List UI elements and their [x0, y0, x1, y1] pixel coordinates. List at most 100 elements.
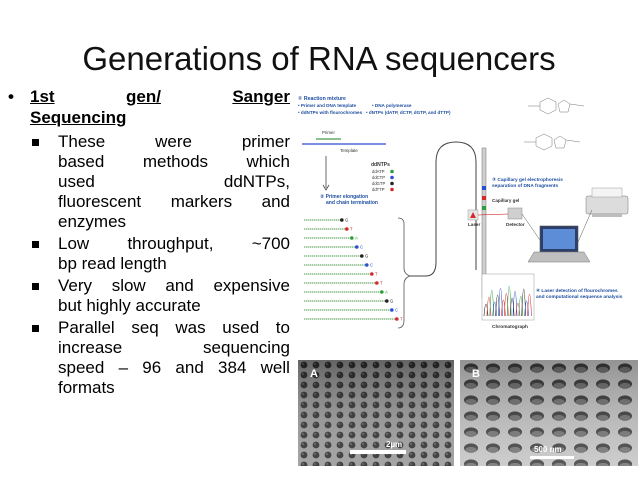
fragment-end-dot [370, 272, 374, 276]
sanger-sequencing-diagram: ① Reaction mixture • Primer and DNA temp… [298, 96, 629, 330]
square-bullet-icon [32, 139, 39, 146]
fragment-end-dot [350, 236, 354, 240]
fragment-end-dot [385, 299, 389, 303]
chromatogram-peak [486, 296, 492, 317]
fragment-end-letter: A [355, 236, 358, 241]
fragment-end-dot [375, 281, 379, 285]
micrograph-a-label: A [310, 368, 318, 380]
fragment-end-dot [360, 254, 364, 258]
fragment-end-letter: T [350, 227, 353, 232]
fragment-end-letter: G [365, 254, 368, 259]
chromatogram-peak [501, 299, 506, 317]
chromatogram-peak [492, 301, 497, 317]
fragment-end-letter: A [385, 290, 388, 295]
printer-icon [585, 187, 629, 217]
main-bullet: • 1st gen/ Sanger Sequencing [8, 86, 290, 128]
capillary-loop [410, 141, 477, 277]
fragment-end-letter: G [345, 218, 348, 223]
sub-bullet-line: formats [58, 378, 115, 397]
scale-bar-b [530, 456, 574, 459]
ddntp-label: ddTTP [372, 187, 385, 192]
sub-bullet-line: bp read length [58, 254, 167, 273]
scale-bar-a [350, 450, 406, 454]
laser-label: Laser [468, 222, 480, 227]
chromatogram-peak [518, 295, 524, 317]
step-3-caption-line-2: separation of DNA fragments [492, 183, 559, 189]
fragment-end-dot [390, 308, 394, 312]
ddntp-label: ddGTP [372, 181, 385, 186]
micrograph-b-scale: 500 nm [534, 445, 562, 454]
chromatogram-peak [509, 297, 515, 317]
capillary-gel-label: Capillary gel [492, 198, 519, 203]
chromatogram-peak [527, 293, 532, 317]
slide-title: Generations of RNA sequencers [82, 40, 556, 77]
detector-box [507, 207, 523, 220]
nucleotide-structure-1 [528, 97, 585, 115]
nucleotide-structure-2 [524, 133, 581, 151]
main-bullet-line-2: Sequencing [30, 108, 127, 127]
chromatogram-peak [524, 300, 529, 317]
fragment-end-letter: T [400, 317, 403, 322]
chromatograph-label: Chromatograph [492, 324, 528, 330]
sub-bullet-line: but highly accurate [58, 296, 201, 315]
fragment-end-dot [345, 227, 349, 231]
micrograph-a: A 2µm [298, 360, 454, 466]
fragment-end-letter: T [375, 272, 378, 277]
fragment-end-letter: C [370, 263, 373, 268]
fragment-brace [397, 217, 412, 329]
legend-item-4: • dNTPs (dATP, dCTP, dGTP, and dTTP) [366, 110, 451, 115]
step-2-caption-line-1: ② Primer elongation [320, 194, 368, 200]
bullet-dot: • [8, 87, 14, 106]
fragment-end-dot [365, 263, 369, 267]
step-4-caption-line-1: ④ Laser detection of flourochromes [536, 288, 618, 294]
legend-header: ① Reaction mixture [298, 96, 346, 102]
chromatogram-peak [515, 302, 521, 317]
ddntp-dot [390, 175, 394, 180]
micrograph-b-label: B [472, 368, 480, 380]
step-3-caption-line-1: ③ Capillary gel electrophoresis [492, 177, 563, 183]
ddntp-dot [390, 181, 394, 186]
sub-bullet-line: enzymes [58, 212, 127, 231]
detector-label: Detector [506, 222, 525, 227]
ddntp-label: ddCTP [372, 175, 385, 180]
step-4-caption-line-2: and computational sequence analysis [536, 294, 623, 300]
ddntps-title: ddNTPs [371, 162, 390, 168]
laptop-icon [527, 225, 591, 263]
chromatogram-peak [483, 303, 489, 317]
fragment-end-letter: C [395, 308, 398, 313]
legend-item-2: • DNA polymerase [372, 103, 412, 108]
main-bullet-line-1: 1st gen/ Sanger [30, 87, 290, 106]
fragment-end-dot [380, 290, 384, 294]
micrograph-b: B 500 nm [460, 360, 638, 466]
fragment-end-letter: G [390, 299, 393, 304]
micrograph-b-image [460, 360, 638, 466]
ddntp-label: ddATP [372, 169, 385, 174]
primer-label: Primer [322, 130, 335, 135]
legend-item-1: • Primer and DNA template [298, 103, 357, 108]
step-2-caption-line-2: and chain termination [326, 200, 378, 206]
legend-item-3: • ddNTPs with flourochromes [298, 110, 363, 115]
square-bullet-icon [32, 241, 39, 248]
template-label: Template [340, 148, 358, 153]
sem-micrographs: A 2µm B 500 nm [298, 360, 638, 466]
chromatogram-peak [504, 292, 509, 317]
fragment-end-dot [340, 218, 344, 222]
ddntp-dot [390, 169, 394, 174]
fragment-end-dot [395, 317, 399, 321]
micrograph-a-scale: 2µm [386, 440, 403, 449]
chromatogram-peak [495, 294, 500, 317]
